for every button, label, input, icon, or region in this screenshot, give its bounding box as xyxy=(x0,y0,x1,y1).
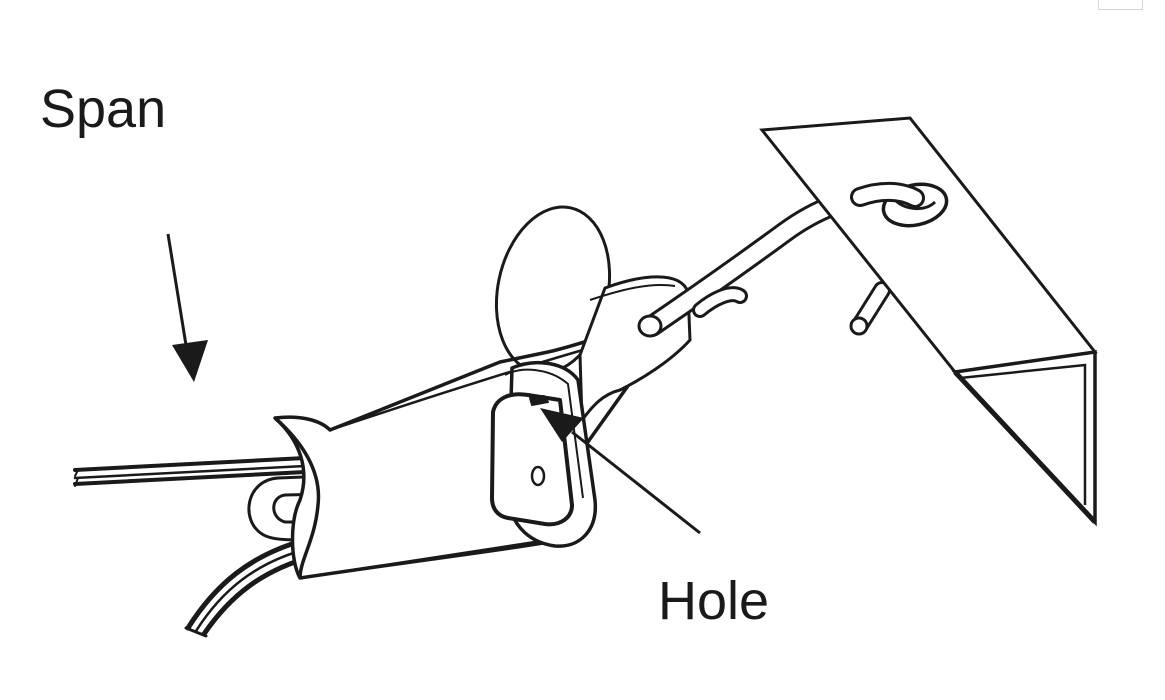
angle-bracket xyxy=(759,116,1098,527)
span-label: Span xyxy=(40,79,167,139)
corner-frame xyxy=(1098,0,1143,10)
span-arrow xyxy=(166,233,208,382)
hole-arrow xyxy=(540,408,701,535)
cable-upper xyxy=(73,456,307,487)
hole-plate xyxy=(490,360,597,548)
rod-end xyxy=(850,181,925,208)
hole-label: Hole xyxy=(658,571,770,631)
